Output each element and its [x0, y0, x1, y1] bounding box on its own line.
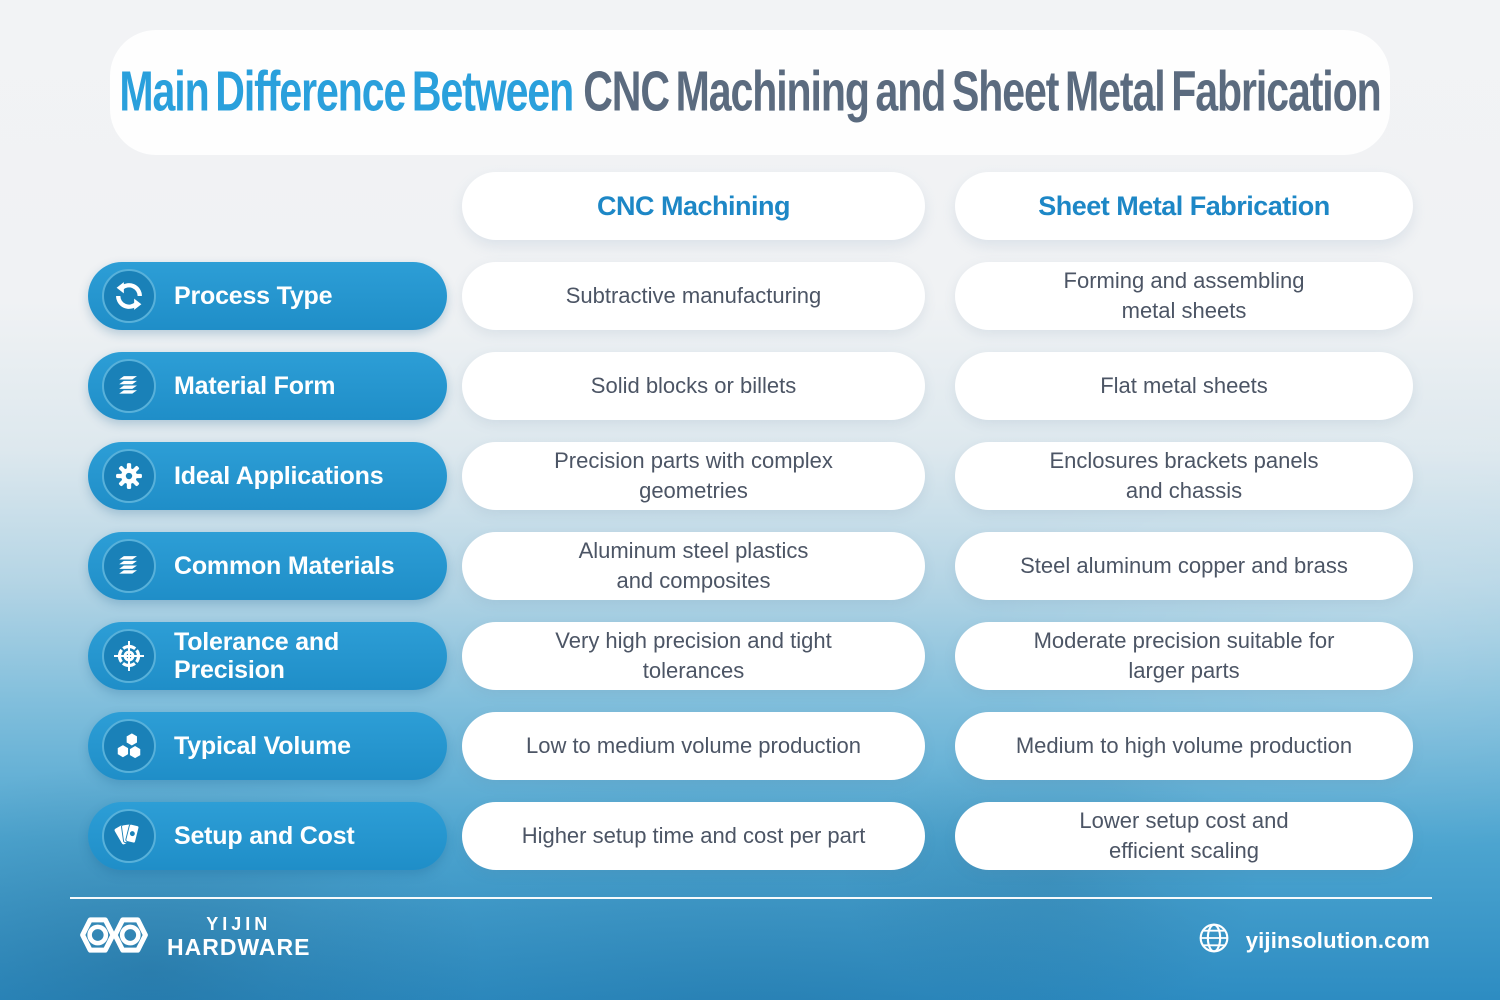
column-header-cnc: CNC Machining — [462, 172, 925, 240]
row-label-text: Tolerance and Precision — [174, 628, 340, 684]
sheet-cell-tolerance-precision: Moderate precision suitable for larger p… — [955, 622, 1413, 690]
row-label-typical-volume: Typical Volume — [88, 712, 447, 780]
cnc-cell-ideal-applications: Precision parts with complex geometries — [462, 442, 925, 510]
sheet-cell-ideal-applications: Enclosures brackets panels and chassis — [955, 442, 1413, 510]
layers-icon — [102, 539, 156, 593]
cell-text: Medium to high volume production — [1015, 732, 1353, 758]
page-title-rest: CNC Machining and Sheet Metal Fabricatio… — [583, 59, 1381, 124]
cnc-cell-setup-cost: Higher setup time and cost per part — [462, 802, 925, 870]
cell-text: Forming and assembling metal sheets — [1063, 267, 1305, 323]
row-label-material-form: Material Form — [88, 352, 447, 420]
cubes-icon — [102, 719, 156, 773]
row-label-common-materials: Common Materials — [88, 532, 447, 600]
cnc-cell-common-materials: Aluminum steel plastics and composites — [462, 532, 925, 600]
row-label-text: Setup and Cost — [174, 822, 355, 850]
brand-line2: HARDWARE — [167, 933, 311, 960]
row-label-ideal-applications: Ideal Applications — [88, 442, 447, 510]
cnc-cell-material-form: Solid blocks or billets — [462, 352, 925, 420]
cell-text: Solid blocks or billets — [590, 372, 797, 398]
cell-text: Aluminum steel plastics and composites — [578, 537, 809, 593]
cell-text: Enclosures brackets panels and chassis — [1049, 447, 1319, 503]
sheet-cell-common-materials: Steel aluminum copper and brass — [955, 532, 1413, 600]
sheet-metal-column: Forming and assembling metal sheets Flat… — [955, 262, 1413, 870]
website-url: yijinsolution.com — [1245, 927, 1430, 953]
cell-text: Flat metal sheets — [1100, 372, 1268, 398]
cell-text: Precision parts with complex geometries — [554, 447, 833, 503]
cell-text: Higher setup time and cost per part — [521, 822, 866, 848]
row-label-text: Common Materials — [174, 552, 395, 580]
cell-text: Very high precision and tight tolerances — [555, 627, 832, 683]
sheet-cell-typical-volume: Medium to high volume production — [955, 712, 1413, 780]
cell-text: Lower setup cost and efficient scaling — [1079, 807, 1289, 863]
gear-icon — [102, 449, 156, 503]
brand-line1: YIJIN — [206, 913, 272, 934]
page-title-highlight: Main Difference Between — [119, 59, 574, 124]
process-cycle-icon — [102, 269, 156, 323]
infinity-logo-icon — [75, 910, 153, 965]
cnc-column: Subtractive manufacturing Solid blocks o… — [462, 262, 925, 870]
cnc-cell-typical-volume: Low to medium volume production — [462, 712, 925, 780]
row-label-tolerance-precision: Tolerance and Precision — [88, 622, 447, 690]
cell-text: Moderate precision suitable for larger p… — [1033, 627, 1335, 683]
brand-name: YIJIN HARDWARE — [167, 913, 311, 960]
website-block: yijinsolution.com — [1198, 922, 1430, 959]
brand-logo: YIJIN HARDWARE — [75, 910, 310, 965]
cnc-cell-process-type: Subtractive manufacturing — [462, 262, 925, 330]
cell-text: Subtractive manufacturing — [565, 282, 822, 308]
cell-text: Low to medium volume production — [525, 732, 862, 758]
row-labels-column: Process Type Material Form — [88, 262, 447, 870]
row-label-setup-cost: Setup and Cost — [88, 802, 447, 870]
row-label-text: Ideal Applications — [174, 462, 384, 490]
row-label-text: Typical Volume — [174, 732, 351, 760]
footer-divider — [70, 897, 1432, 899]
target-icon — [102, 629, 156, 683]
money-icon — [102, 809, 156, 863]
column-header-sheet: Sheet Metal Fabrication — [955, 172, 1413, 240]
globe-icon — [1198, 922, 1230, 959]
row-label-text: Process Type — [174, 282, 333, 310]
sheet-cell-process-type: Forming and assembling metal sheets — [955, 262, 1413, 330]
row-label-process-type: Process Type — [88, 262, 447, 330]
sheet-cell-material-form: Flat metal sheets — [955, 352, 1413, 420]
row-label-text: Material Form — [174, 372, 336, 400]
layers-icon — [102, 359, 156, 413]
cnc-cell-tolerance-precision: Very high precision and tight tolerances — [462, 622, 925, 690]
cell-text: Steel aluminum copper and brass — [1020, 552, 1348, 578]
sheet-cell-setup-cost: Lower setup cost and efficient scaling — [955, 802, 1413, 870]
